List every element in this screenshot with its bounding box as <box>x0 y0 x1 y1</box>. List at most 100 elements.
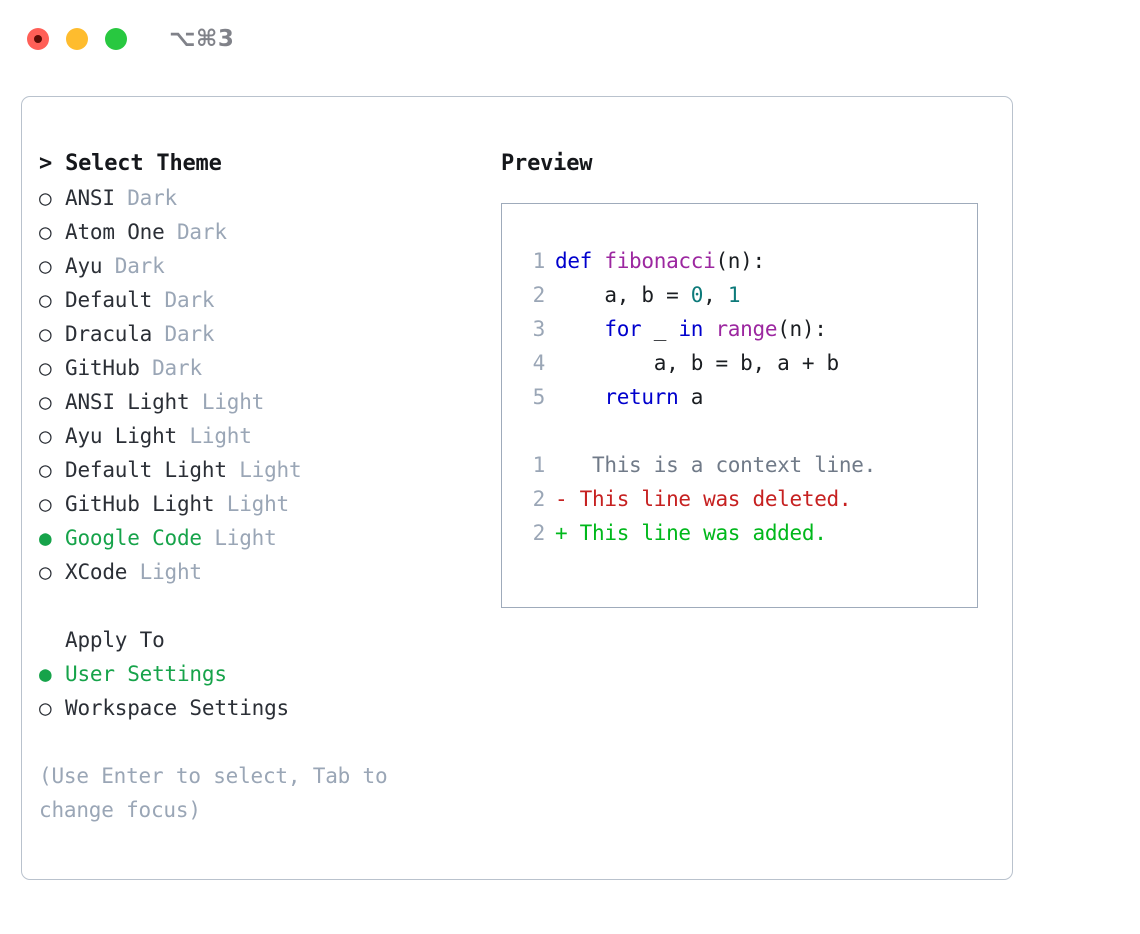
apply-to-option-label: User Settings <box>65 662 227 686</box>
radio-unselected-icon: ○ <box>39 186 52 210</box>
line-number: 2 <box>532 283 546 307</box>
diff-line: 2 + This line was added. <box>502 516 977 550</box>
code-line: 2 a, b = 0, 1 <box>502 278 977 312</box>
recording-dot-icon <box>34 35 42 43</box>
select-theme-header: > Select Theme <box>39 151 222 176</box>
radio-unselected-icon: ○ <box>39 458 52 482</box>
radio-unselected-icon: ○ <box>39 356 52 380</box>
theme-option-default[interactable]: ○ Default Dark <box>39 283 489 317</box>
window-title: ⌥⌘3 <box>169 26 235 52</box>
theme-option-variant: Dark <box>139 356 202 380</box>
minimize-button[interactable] <box>66 28 88 50</box>
theme-option-ansi-light[interactable]: ○ANSI Light Light <box>39 385 489 419</box>
preview-title: Preview <box>501 151 593 176</box>
radio-unselected-icon: ○ <box>39 424 52 448</box>
code-token-num: 1 <box>727 283 741 307</box>
radio-unselected-icon: ○ <box>39 288 52 312</box>
theme-option-xcode[interactable]: ○ XCode Light <box>39 555 489 589</box>
code-token-fn: range <box>715 317 778 341</box>
diff-line: 2- This line was deleted. <box>502 482 977 516</box>
apply-to-header: Apply To <box>65 628 165 652</box>
theme-option-variant: Light <box>226 458 302 482</box>
line-number: 2 <box>532 521 546 545</box>
line-number: 5 <box>532 385 546 409</box>
code-token-pl: _ <box>641 317 679 341</box>
radio-unselected-icon: ○ <box>39 696 52 720</box>
theme-option-variant: Dark <box>102 254 165 278</box>
theme-option-variant: Dark <box>164 220 227 244</box>
radio-unselected-icon: ○ <box>39 560 52 584</box>
theme-option-label: XCode <box>65 560 128 584</box>
code-token-kw: def <box>555 249 593 273</box>
line-number: 1 <box>532 453 546 477</box>
diff-marker: + <box>555 521 568 545</box>
code-token-pl: a <box>678 385 704 409</box>
radio-selected-icon: ● <box>39 662 52 686</box>
line-number: 3 <box>532 317 546 341</box>
theme-option-variant: Light <box>177 424 252 448</box>
radio-unselected-icon: ○ <box>39 220 52 244</box>
theme-option-github[interactable]: ○GitHub Dark <box>39 351 489 385</box>
code-token-pl <box>592 249 604 273</box>
code-token-kw: return <box>604 385 679 409</box>
theme-option-default-light[interactable]: ○ Default Light Light <box>39 453 489 487</box>
code-token-fn: fibonacci <box>604 249 716 273</box>
radio-unselected-icon: ○ <box>39 254 52 278</box>
theme-option-variant: Dark <box>152 288 215 312</box>
code-token-pl <box>555 317 604 341</box>
maximize-button[interactable] <box>105 28 127 50</box>
code-token-pl: a, b = <box>555 283 691 307</box>
traffic-light-group <box>27 28 127 50</box>
theme-option-variant: Light <box>189 390 265 414</box>
code-token-pl <box>703 317 715 341</box>
theme-option-dracula[interactable]: ○Dracula Dark <box>39 317 489 351</box>
apply-to-option-workspace-settings[interactable]: ○Workspace Settings <box>39 691 489 725</box>
theme-option-label: ANSI <box>65 186 115 210</box>
theme-option-label: Default <box>65 288 153 312</box>
theme-option-label: Atom One <box>65 220 165 244</box>
radio-unselected-icon: ○ <box>39 492 52 516</box>
theme-option-list: ○ANSI Dark○Atom One Dark○Ayu Dark○Defaul… <box>39 181 489 589</box>
code-line: 5 return a <box>502 380 977 414</box>
code-token-pl: , <box>703 283 728 307</box>
theme-option-atom-one[interactable]: ○ Atom One Dark <box>39 215 489 249</box>
diff-marker <box>555 453 567 477</box>
theme-option-variant: Light <box>127 560 202 584</box>
main-panel: > Select Theme ○ANSI Dark○Atom One Dark○… <box>21 96 1013 880</box>
theme-option-variant: Light <box>201 526 277 550</box>
diff-marker: - <box>555 487 568 511</box>
apply-to-option-list: ● User Settings ○Workspace Settings <box>39 657 489 725</box>
apply-to-option-user-settings[interactable]: ● User Settings <box>39 657 489 691</box>
theme-picker-column: > Select Theme ○ANSI Dark○Atom One Dark○… <box>39 147 489 827</box>
line-number: 1 <box>532 249 546 273</box>
code-token-pl: (n): <box>715 249 765 273</box>
theme-option-variant: Light <box>214 492 289 516</box>
theme-option-ayu-light[interactable]: ○ Ayu Light Light <box>39 419 489 453</box>
theme-option-variant: Dark <box>152 322 215 346</box>
code-token-kw: for <box>604 317 642 341</box>
radio-unselected-icon: ○ <box>39 390 52 414</box>
code-token-pl <box>555 385 604 409</box>
code-token-num: 0 <box>690 283 704 307</box>
diff-text: This is a context line. <box>567 453 876 477</box>
diff-line: 1 This is a context line. <box>502 448 977 482</box>
diff-text: This line was added. <box>567 521 827 545</box>
theme-option-ansi[interactable]: ○ANSI Dark <box>39 181 489 215</box>
code-diff-gap <box>502 414 977 448</box>
theme-option-label: Ayu Light <box>65 424 177 448</box>
theme-option-label: Default Light <box>65 458 227 482</box>
code-line: 3 for _ in range(n): <box>502 312 977 346</box>
close-button[interactable] <box>27 28 49 50</box>
theme-option-github-light[interactable]: ○ GitHub Light Light <box>39 487 489 521</box>
code-line: 4 a, b = b, a + b <box>502 346 977 380</box>
theme-option-label: Dracula <box>65 322 153 346</box>
keyboard-hint: (Use Enter to select, Tab to change focu… <box>39 764 388 822</box>
line-number: 2 <box>532 487 546 511</box>
theme-option-label: GitHub Light <box>65 492 215 516</box>
theme-option-google-code[interactable]: ●Google Code Light <box>39 521 489 555</box>
theme-option-ayu[interactable]: ○Ayu Dark <box>39 249 489 283</box>
titlebar: ⌥⌘3 <box>0 0 1140 78</box>
diff-sample: 1 This is a context line.2- This line wa… <box>502 448 977 550</box>
